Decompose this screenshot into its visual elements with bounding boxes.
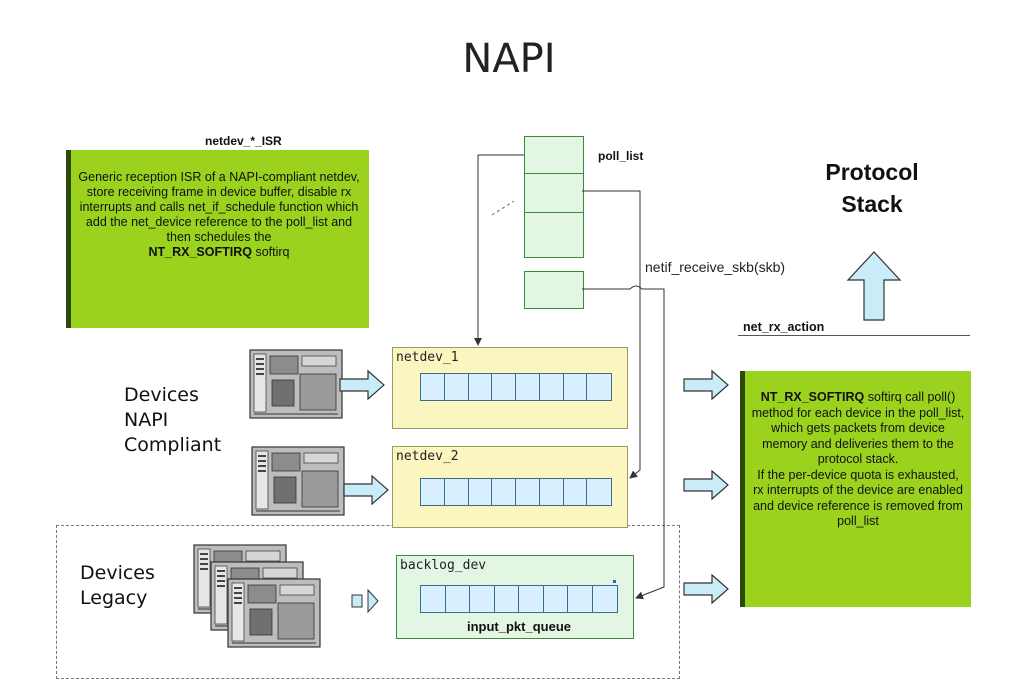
protocol-stack-label: Protocol Stack: [825, 159, 919, 217]
queue-to-softirq-arrow: [683, 370, 729, 400]
queue-cell: [421, 479, 445, 505]
queue-cell: [421, 479, 540, 505]
isr-text: Generic reception ISR of a NAPI-complian…: [78, 170, 360, 244]
queue-cell: [421, 374, 516, 400]
queue-to-softirq-arrow: [683, 470, 729, 500]
legacy-device-icon: [227, 578, 321, 648]
queue-cell: [421, 479, 469, 505]
queue-cell: [421, 586, 544, 612]
net-rx-text1: softirq call poll() method for each devi…: [751, 390, 965, 466]
poll-list-cell: [525, 174, 583, 213]
queue-cell: [421, 586, 495, 612]
devices-napi-label: Devices NAPI Compliant: [124, 384, 222, 456]
queue-cell: [421, 586, 568, 612]
netdev-2-label: netdev_2: [396, 449, 459, 464]
legacy-region: [56, 525, 680, 679]
queue-cell: [421, 374, 587, 400]
isr-softirq-bold: NT_RX_SOFTIRQ: [148, 245, 252, 259]
poll-list-entry: [524, 271, 584, 309]
queue-to-softirq-arrow: [683, 574, 729, 604]
poll-list-cell: [525, 137, 583, 174]
queue-cell: [421, 586, 470, 612]
input-pkt-queue: [420, 585, 618, 613]
queue-cell: [421, 586, 519, 612]
poll-to-netdev2-connector: [582, 190, 641, 479]
device-server-icon: [249, 349, 343, 419]
receive-function-label: netif_receive_skb(skb): [645, 259, 786, 275]
isr-note: Generic reception ISR of a NAPI-complian…: [66, 150, 369, 328]
entry-to-backlog-connector: [582, 285, 665, 600]
poll-list: [524, 136, 584, 258]
device-to-queue-arrow: [339, 370, 385, 400]
page-title: NAPI: [462, 36, 556, 82]
marker-dot: [613, 580, 616, 583]
poll-list-label: poll_list: [598, 149, 644, 163]
device-to-queue-arrow: [343, 475, 389, 505]
input-pkt-queue-label: input_pkt_queue: [467, 619, 572, 634]
queue-cell: [421, 374, 564, 400]
net-rx-action-divider: [738, 335, 970, 336]
queue-cell: [421, 586, 446, 612]
poll-to-netdev1-connector: [474, 154, 524, 346]
queue-cell: [421, 479, 564, 505]
netdev-2-queue: [420, 478, 612, 506]
netdev-1-queue: [420, 373, 612, 401]
net-rx-action-heading: net_rx_action: [743, 320, 825, 334]
dashed-pointer: [491, 200, 515, 216]
backlog-dev-label: backlog_dev: [400, 558, 487, 573]
legacy-to-queue-arrow: [351, 588, 379, 614]
net-rx-action-note: NT_RX_SOFTIRQ softirq call poll() method…: [740, 371, 971, 607]
isr-softirq-suffix: softirq: [251, 245, 290, 259]
queue-cell: [421, 479, 516, 505]
queue-cell: [421, 586, 593, 612]
queue-cell: [421, 374, 540, 400]
net-rx-text2: If the per-device quota is exhausted, rx…: [753, 467, 963, 529]
device-server-icon: [251, 446, 345, 516]
up-arrow-protocol-stack: [846, 251, 902, 321]
queue-cell: [421, 479, 587, 505]
devices-legacy-label: Devices Legacy: [80, 562, 155, 609]
net-rx-bold: NT_RX_SOFTIRQ: [760, 390, 865, 404]
netdev-1-label: netdev_1: [396, 350, 459, 365]
queue-cell: [421, 374, 445, 400]
queue-cell: [421, 479, 492, 505]
queue-cell: [421, 374, 492, 400]
queue-cell: [421, 374, 469, 400]
isr-heading: netdev_*_ISR: [205, 134, 282, 148]
